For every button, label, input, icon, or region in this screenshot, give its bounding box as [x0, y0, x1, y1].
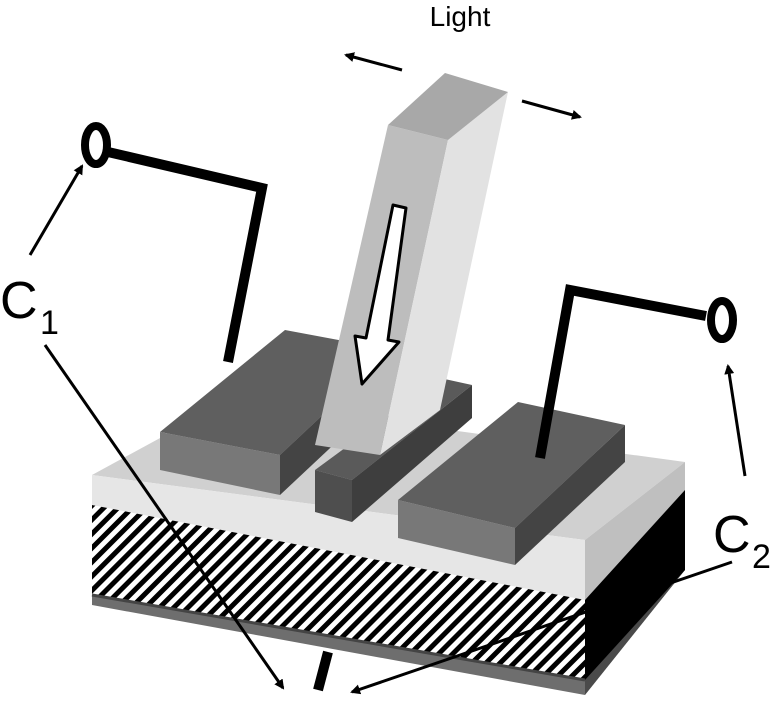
c2-label-subscript: 2 [752, 538, 771, 576]
right-electrode-front [398, 500, 515, 565]
c1-label-main: C [0, 272, 38, 330]
bottom-contact [313, 650, 333, 692]
right-wire-line [535, 284, 707, 459]
light-direction-arrow [353, 203, 408, 386]
gap-strip-front [315, 470, 352, 522]
c1-label: C 1 [0, 272, 59, 342]
left-electrode-top [160, 330, 392, 455]
right-terminal-icon [707, 297, 737, 343]
move-right-arrow [521, 99, 582, 120]
c1-arrow-to-bottom [43, 344, 285, 690]
right-electrode [398, 402, 625, 565]
right-electrode-side [515, 425, 625, 565]
light-label: Light [430, 1, 491, 32]
light-beam-top [388, 73, 508, 140]
move-left-arrow [344, 52, 403, 72]
top-layer-front [92, 475, 585, 600]
right-electrode-top [398, 402, 625, 528]
top-layer-side [585, 462, 685, 600]
left-terminal-icon [81, 122, 111, 168]
left-wire [81, 122, 268, 363]
c2-arrow-to-terminal [724, 364, 747, 477]
light-beam [315, 73, 508, 455]
left-wire-line [106, 147, 268, 363]
right-wire [535, 284, 737, 459]
c2-label: C 2 [713, 506, 771, 576]
c1-arrow-to-terminal [28, 164, 84, 256]
substrate-bottom-edge [91, 593, 586, 682]
substrate-side [585, 480, 685, 680]
c2-label-main: C [713, 506, 751, 564]
gap-strip-side [352, 385, 472, 522]
c1-label-subscript: 1 [40, 304, 59, 342]
light-beam-side [380, 92, 508, 455]
left-electrode-front [160, 432, 280, 495]
c2-arrow-to-bottom [350, 560, 733, 695]
